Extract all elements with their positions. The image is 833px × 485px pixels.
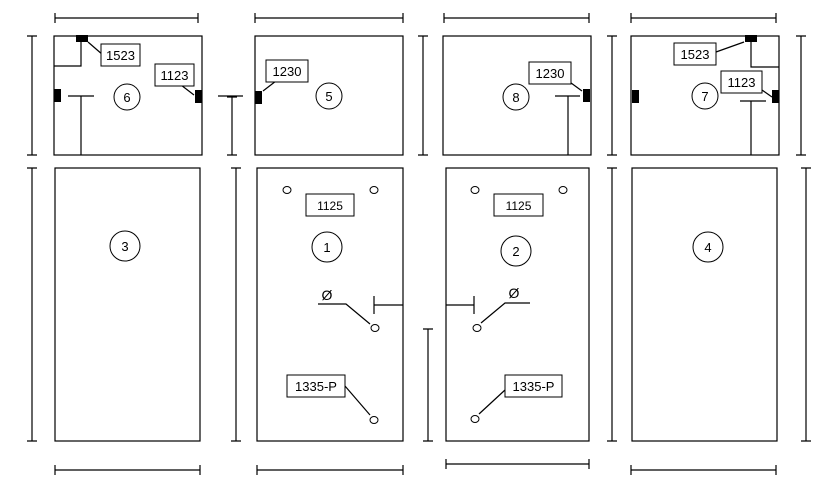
panel-8: 1230 8 xyxy=(442,35,592,156)
hinge-right-7 xyxy=(772,90,779,103)
hinge-top-7 xyxy=(745,35,757,42)
panel-number-circle-1 xyxy=(311,231,343,263)
hinge-left-5 xyxy=(255,91,262,104)
diameter-symbol-2: Ø xyxy=(509,285,520,301)
panel-number-circle-5 xyxy=(315,82,343,110)
tag-1230-panel-8 xyxy=(528,61,572,85)
tag-1230-text-8: 1230 xyxy=(536,66,565,81)
panel-number-circle-6 xyxy=(113,83,141,111)
tag-1230-panel-5 xyxy=(265,59,309,83)
hole-bottom-2 xyxy=(470,415,480,423)
panel-number-7: 7 xyxy=(701,89,708,104)
panel-7: 1523 1123 7 xyxy=(630,35,780,156)
dimension-lines xyxy=(27,13,811,475)
tag-1125-text-2: 1125 xyxy=(506,199,532,213)
hole-top-right-2 xyxy=(558,186,568,194)
tag-1523-panel-6 xyxy=(100,43,141,67)
tag-1335p-text-1: 1335-P xyxy=(295,379,337,394)
tag-1523-text: 1523 xyxy=(106,48,135,63)
panel-number-3: 3 xyxy=(121,239,128,254)
tag-1230-text-5: 1230 xyxy=(273,64,302,79)
panel-number-circle-8 xyxy=(502,83,530,111)
panel-2: 1125 2 Ø 1335-P xyxy=(445,167,590,442)
panel-number-2: 2 xyxy=(512,244,519,259)
panel-number-1: 1 xyxy=(323,240,330,255)
tag-1125-panel-1 xyxy=(305,193,355,217)
hinge-right-8 xyxy=(583,89,590,102)
panel-number-circle-2 xyxy=(500,235,532,267)
hole-handle-1 xyxy=(370,324,380,332)
tag-1523-panel-7 xyxy=(673,42,717,66)
diameter-symbol-1: Ø xyxy=(322,287,333,303)
tag-1125-panel-2 xyxy=(493,193,544,217)
panel-number-circle-4 xyxy=(692,231,724,263)
hole-top-left-1 xyxy=(282,186,292,194)
panel-number-8: 8 xyxy=(512,90,519,105)
hinge-left-6 xyxy=(54,89,61,102)
panel-number-4: 4 xyxy=(704,240,711,255)
panel-number-circle-7 xyxy=(691,82,719,110)
hole-top-right-1 xyxy=(369,186,379,194)
hole-top-left-2 xyxy=(470,186,480,194)
hinge-top-6 xyxy=(76,35,88,42)
tag-1123-panel-6 xyxy=(154,63,195,87)
panel-number-circle-3 xyxy=(109,230,141,262)
hole-handle-2 xyxy=(472,324,482,332)
panel-4: 4 xyxy=(631,167,778,442)
hinge-right-6 xyxy=(195,90,202,103)
tag-1335p-panel-2 xyxy=(504,374,563,398)
panel-3: 3 xyxy=(54,167,201,442)
hinge-left-7 xyxy=(632,90,639,103)
hole-bottom-1 xyxy=(369,416,379,424)
tag-1123-panel-7 xyxy=(720,70,763,94)
panel-5: 1230 5 xyxy=(218,35,404,156)
panel-number-6: 6 xyxy=(123,90,130,105)
tag-1123-text: 1123 xyxy=(161,68,189,83)
panel-6: 1523 1123 6 xyxy=(53,35,203,156)
tag-1335p-text-2: 1335-P xyxy=(513,379,555,394)
panel-number-5: 5 xyxy=(325,89,332,104)
panel-1: 1125 1 Ø 1335-P xyxy=(256,167,404,442)
tag-1123-text-7: 1123 xyxy=(728,75,756,90)
tag-1523-text-7: 1523 xyxy=(681,47,710,62)
tag-1125-text-1: 1125 xyxy=(317,199,343,213)
